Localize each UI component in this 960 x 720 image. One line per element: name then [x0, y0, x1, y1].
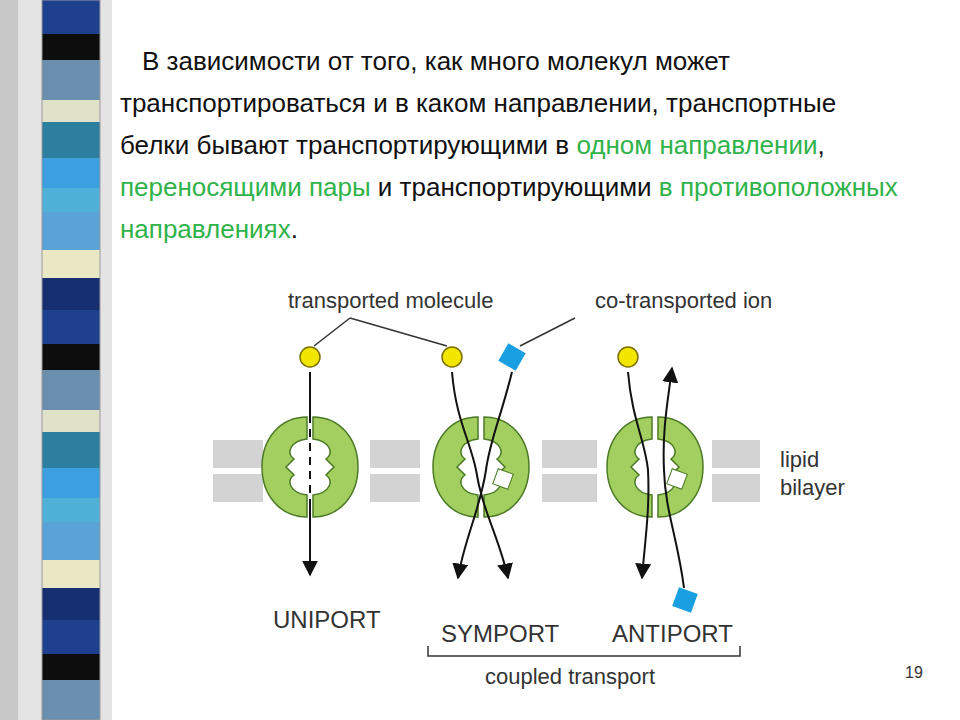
highlight-text: одном направлении [576, 130, 817, 160]
side-edge [0, 0, 18, 720]
part-label: co-transported ion [595, 288, 772, 314]
paragraph-text: , [817, 130, 824, 160]
decor-stripe [42, 0, 100, 720]
part-label: lipid bilayer [780, 446, 880, 502]
leader-lines [314, 318, 575, 346]
side-panel [0, 0, 112, 720]
group-label: coupled transport [485, 664, 655, 690]
type-label: SYMPORT [441, 620, 559, 648]
page-number: 19 [905, 664, 923, 682]
type-label: UNIPORT [273, 606, 381, 634]
molecules [300, 343, 698, 612]
type-label: ANTIPORT [612, 620, 733, 648]
paragraph-text: . [291, 214, 298, 244]
paragraph-text: и транспортирующими [378, 172, 652, 202]
part-label: transported molecule [288, 288, 493, 314]
coupled-bracket [428, 646, 740, 656]
highlight-text: переносящими пары [120, 172, 371, 202]
transport-arrows [310, 368, 684, 588]
intro-paragraph: В зависимости от того, как много молекул… [120, 40, 910, 250]
